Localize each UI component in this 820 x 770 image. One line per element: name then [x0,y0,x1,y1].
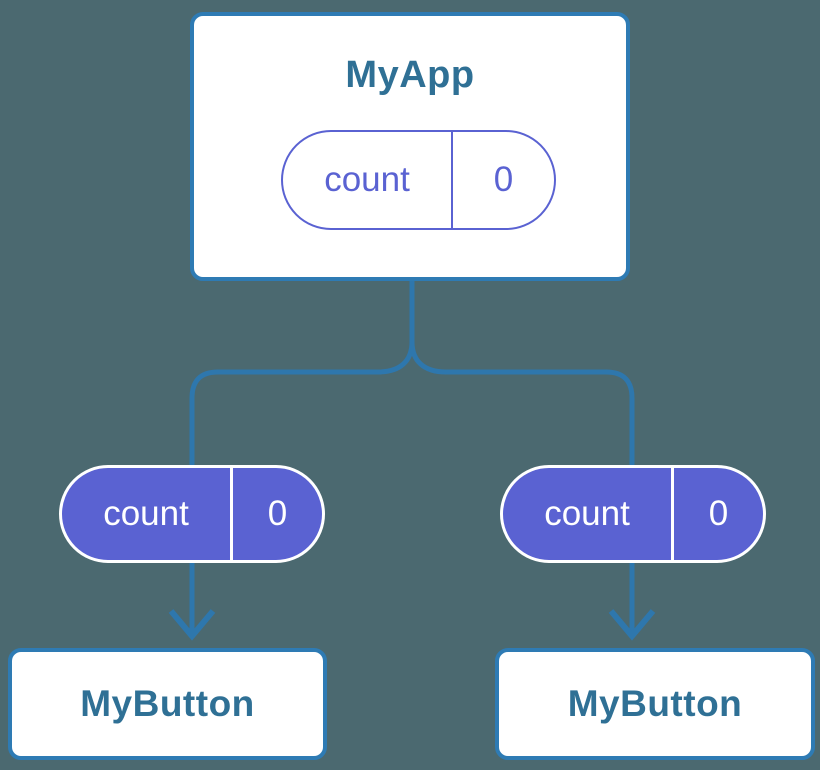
child-state-pill: count 0 [500,465,766,563]
child-component-card: MyButton [8,648,327,760]
branch-line-right [409,279,635,634]
state-value: 0 [267,494,288,533]
component-title: MyButton [80,683,255,724]
state-key-label: count [62,468,233,560]
child-component-card: MyButton [495,648,815,760]
root-state-pill: count 0 [281,130,556,230]
component-title: MyApp [345,54,475,96]
state-key-label: count [503,468,674,560]
component-title: MyButton [567,683,743,724]
arrow-down-icon [608,609,656,641]
arrow-down-icon [168,609,216,641]
state-key-label: count [283,132,453,228]
branch-line-left [189,279,415,634]
state-value: 0 [708,494,729,533]
child-state-pill: count 0 [59,465,325,563]
state-value: 0 [493,160,514,199]
